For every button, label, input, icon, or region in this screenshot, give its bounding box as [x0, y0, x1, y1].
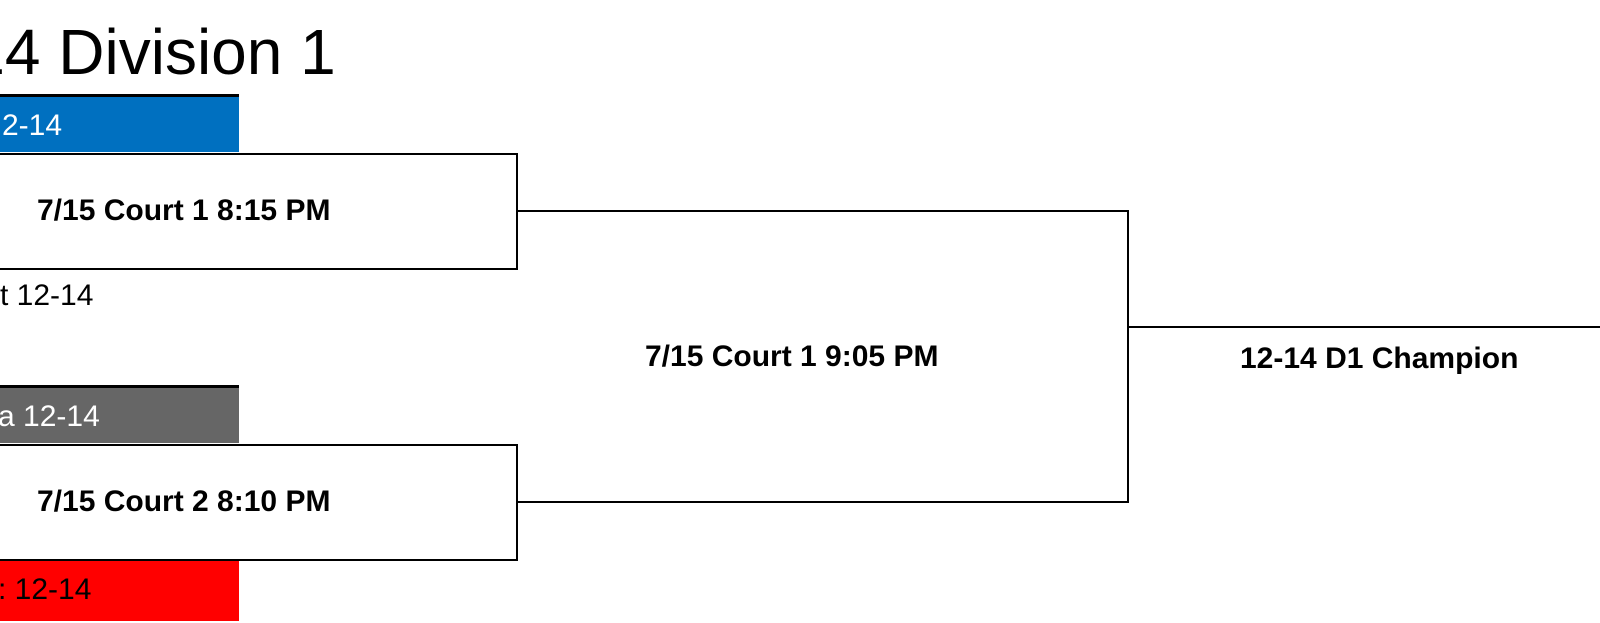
- game-box-1: [0, 153, 518, 270]
- champion-label: 12-14 D1 Champion: [1240, 342, 1519, 375]
- game-label-1: 7/15 Court 1 8:15 PM: [37, 194, 331, 227]
- team-slot-2: t 12-14: [0, 267, 239, 323]
- team-label-3: a 12-14: [0, 400, 100, 433]
- team-slot-4: : 12-14: [0, 561, 239, 621]
- team-label-2: t 12-14: [0, 279, 94, 312]
- game-box-2: [0, 444, 518, 561]
- team-label-1: 2-14: [2, 109, 63, 142]
- page-title: -14 Division 1: [0, 16, 336, 88]
- team-label-4: : 12-14: [0, 573, 92, 606]
- connector-vertical: [1127, 210, 1129, 503]
- connector-bottom: [518, 501, 1129, 503]
- final-game-label: 7/15 Court 1 9:05 PM: [645, 340, 939, 373]
- connector-champion: [1127, 326, 1600, 328]
- team-slot-1: 2-14: [0, 94, 239, 152]
- team-slot-3: a 12-14: [0, 385, 239, 443]
- connector-top: [518, 210, 1129, 212]
- game-label-2: 7/15 Court 2 8:10 PM: [37, 485, 331, 518]
